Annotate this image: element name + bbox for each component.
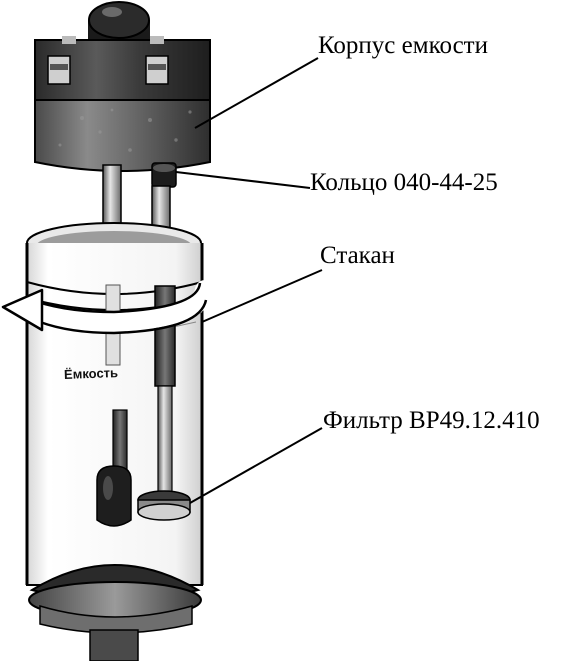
leader-housing: [194, 57, 319, 129]
leader-filter: [189, 427, 323, 504]
o-ring: [151, 162, 177, 188]
leader-lines: [175, 57, 323, 504]
filter-element: [137, 490, 191, 521]
leader-ring: [175, 171, 311, 189]
rotate-arrow-icon: [1, 280, 215, 335]
housing-body: [34, 36, 211, 172]
base-plate: [28, 564, 202, 661]
engraved-label: Ёмкость: [63, 365, 119, 382]
label-housing: Корпус емкости: [318, 32, 488, 59]
label-filter: Фильтр ВР49.12.410: [323, 407, 540, 434]
label-ring: Кольцо 040-44-25: [310, 169, 498, 196]
glass-cup: [25, 222, 204, 586]
label-cup: Стакан: [320, 242, 395, 269]
leader-cup: [201, 269, 323, 323]
top-cap: [88, 1, 150, 40]
